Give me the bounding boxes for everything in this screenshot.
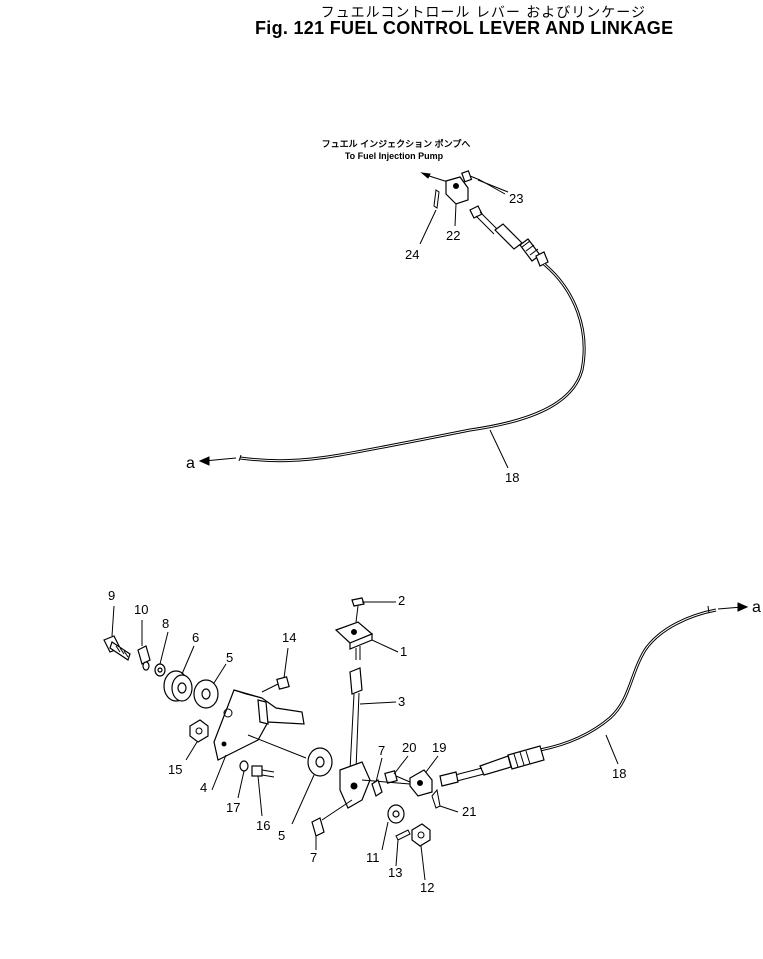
callout-2: 2 xyxy=(398,593,405,608)
lower-callouts: 9 10 8 6 5 14 2 1 3 7 20 19 21 18 15 4 1… xyxy=(108,588,626,895)
figure-title: Fig. 121 FUEL CONTROL LEVER AND LINKAGE xyxy=(255,18,674,38)
callout-14: 14 xyxy=(282,630,296,645)
callout-7-upper: 7 xyxy=(378,743,385,758)
part-8-ring xyxy=(154,631,169,677)
callout-9: 9 xyxy=(108,588,115,603)
part-13-pin xyxy=(395,829,411,867)
connector-a-label: a xyxy=(186,455,195,472)
upper-callouts: 23 22 24 18 xyxy=(405,179,523,485)
part-4-bracket xyxy=(211,689,307,791)
figure-title-japanese: フュエルコントロール レバー およびリンケージ xyxy=(320,5,646,21)
part-10-washer xyxy=(137,620,151,671)
callout-18-upper: 18 xyxy=(505,470,519,485)
part-15-nut xyxy=(185,719,209,761)
callout-15: 15 xyxy=(168,762,182,777)
note-english: To Fuel Injection Pump xyxy=(345,151,444,161)
pump-direction-arrow xyxy=(420,172,449,183)
callout-23: 23 xyxy=(509,191,523,206)
callout-13: 13 xyxy=(388,865,402,880)
part-5-washer-upper xyxy=(193,663,227,709)
part-18-cable-upper xyxy=(238,262,586,463)
callout-6: 6 xyxy=(192,630,199,645)
upper-assembly: フュエル インジェクション ポンプへ To Fuel Injection Pum… xyxy=(186,138,586,485)
part-24-pin xyxy=(419,189,440,245)
callout-8: 8 xyxy=(162,616,169,631)
callout-16: 16 xyxy=(256,818,270,833)
part-5-washer-lower xyxy=(291,747,333,825)
callout-22: 22 xyxy=(446,228,460,243)
part-19-clamp xyxy=(409,769,433,797)
part-1-lever xyxy=(334,621,399,660)
part-7-pin-lower xyxy=(311,799,353,837)
part-22-clamp xyxy=(445,176,469,227)
callout-7-lower: 7 xyxy=(310,850,317,865)
callout-20: 20 xyxy=(402,740,416,755)
callout-11: 11 xyxy=(366,850,380,865)
callout-24: 24 xyxy=(405,247,419,262)
callout-3: 3 xyxy=(398,694,405,709)
part-18-cable-lower xyxy=(539,605,717,752)
part-17-washer xyxy=(237,760,249,799)
part-14-bolt xyxy=(261,647,290,693)
part-12-nut xyxy=(411,823,431,881)
part-2-bolt xyxy=(351,597,396,623)
lower-assembly: a xyxy=(103,588,761,895)
part-11-washer xyxy=(381,804,405,851)
lower-lever-plate xyxy=(339,761,411,809)
callout-5-upper: 5 xyxy=(226,650,233,665)
callout-18-lower: 18 xyxy=(612,766,626,781)
connector-a-left: a xyxy=(186,455,237,472)
callout-4: 4 xyxy=(200,780,207,795)
part-3-rod xyxy=(349,667,397,771)
upper-cable-end xyxy=(469,205,549,267)
callout-1: 1 xyxy=(400,644,407,659)
part-21-pin xyxy=(431,788,459,813)
connector-a-label-right: a xyxy=(752,599,761,616)
part-20-bolt xyxy=(384,770,411,784)
part-9-bolt xyxy=(103,605,131,661)
part-6-bushing xyxy=(163,645,195,702)
lower-cable-end xyxy=(439,745,545,787)
callout-12: 12 xyxy=(420,880,434,895)
note-japanese: フュエル インジェクション ポンプへ xyxy=(322,138,471,149)
connector-a-right: a xyxy=(717,599,761,616)
part-7-pin-upper xyxy=(371,779,383,797)
callout-21: 21 xyxy=(462,804,476,819)
callout-19: 19 xyxy=(432,740,446,755)
callout-5-lower: 5 xyxy=(278,828,285,843)
callout-10: 10 xyxy=(134,602,148,617)
part-16-bolt xyxy=(251,765,275,817)
callout-17: 17 xyxy=(226,800,240,815)
